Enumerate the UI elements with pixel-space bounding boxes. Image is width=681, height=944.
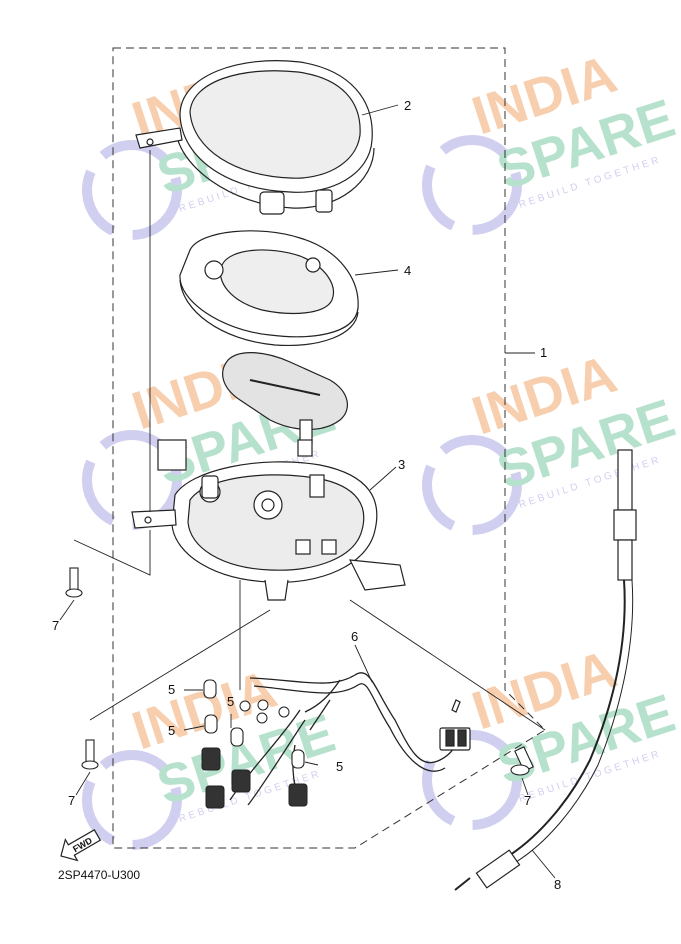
callout-8: 8: [554, 877, 561, 892]
small-screws: [239, 699, 290, 724]
callout-5-b: 5: [168, 723, 175, 738]
watermark-logo-icon: [422, 135, 522, 235]
watermark-top-right: INDIA SPARE REBUILD TOGETHER: [422, 44, 681, 235]
callout-5-d: 5: [336, 759, 343, 774]
callout-4: 4: [404, 263, 411, 278]
harness-connector: [439, 699, 471, 751]
watermark-logo-icon: [422, 730, 522, 830]
callout-2: 2: [404, 98, 411, 113]
bulbs: [203, 679, 305, 769]
callout-5-a: 5: [168, 682, 175, 697]
screw-7-right: [510, 746, 534, 776]
watermark-mid-right: INDIA SPARE REBUILD TOGETHER: [422, 344, 681, 535]
part-8-speedometer-cable: [454, 449, 637, 891]
part-2-meter-cover: [135, 60, 375, 215]
watermark-logo-icon: [422, 435, 522, 535]
callout-3: 3: [398, 457, 405, 472]
callout-7-b: 7: [68, 793, 75, 808]
watermark-logo-icon: [82, 430, 182, 530]
watermark-logo-icon: [82, 140, 182, 240]
screw-7-bottom-left: [81, 739, 99, 770]
assembly-boundary-dashed: [112, 47, 546, 849]
callout-7-a: 7: [52, 618, 59, 633]
watermark-logo-icon: [82, 750, 182, 850]
callout-6: 6: [351, 629, 358, 644]
callout-labels: 2 4 1 3 6 5 5 5 5 7 7 7 8: [52, 98, 561, 892]
part-code-label: 2SP4470-U300: [58, 868, 141, 882]
callout-5-c: 5: [227, 694, 234, 709]
callout-7-c: 7: [524, 793, 531, 808]
part-4-meter-gasket: [179, 230, 359, 347]
callout-1: 1: [540, 345, 547, 360]
meter-face-dial: [222, 352, 348, 457]
part-3-meter-case: [131, 439, 406, 601]
leader-lines: [59, 104, 556, 879]
screw-7-top-left: [65, 567, 83, 598]
bulb-sockets: [201, 747, 308, 809]
